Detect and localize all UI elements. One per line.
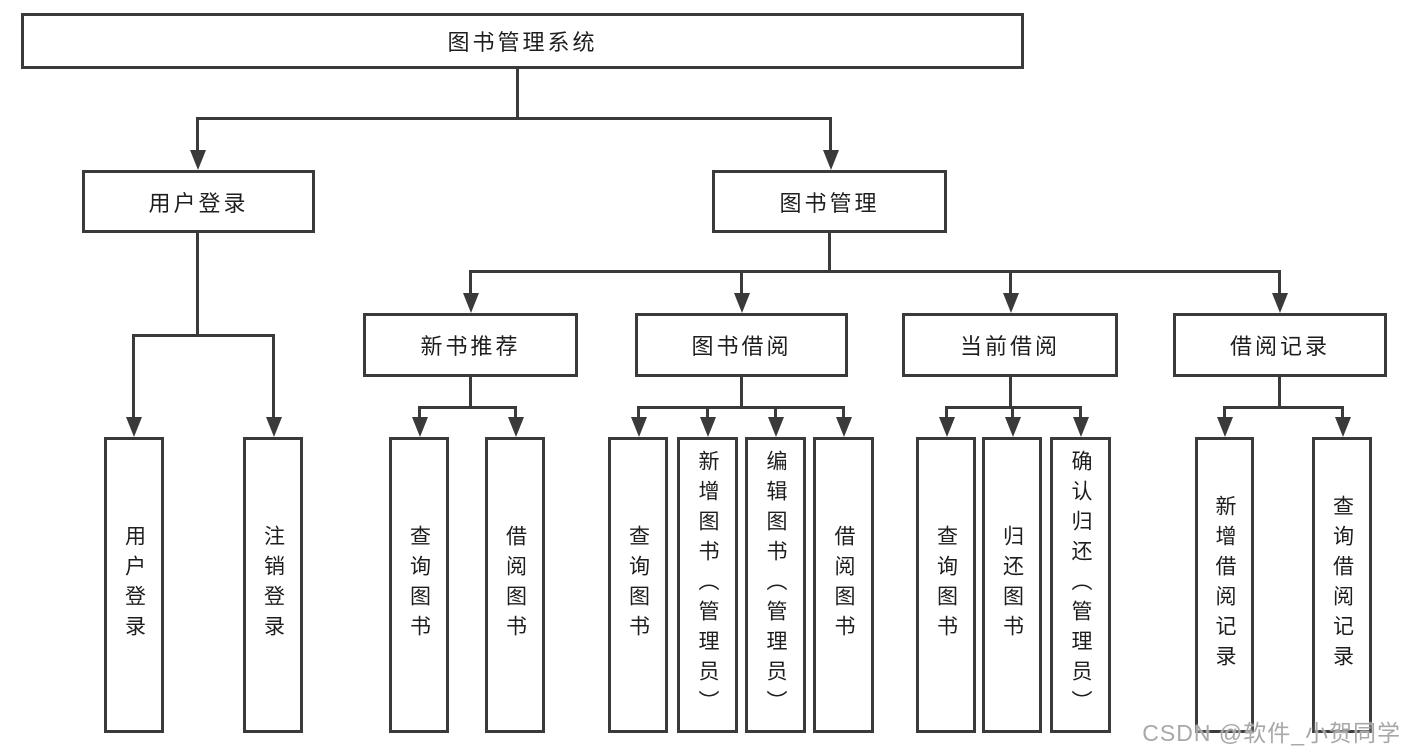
leaf-borrow-books-label: 借阅图书 <box>832 525 855 645</box>
connector-line <box>514 406 517 419</box>
connector-line <box>196 117 199 151</box>
connector-line <box>945 406 948 419</box>
connector-line <box>829 117 832 151</box>
connector-line <box>469 270 1281 273</box>
leaf-add-book-admin: 新增图书（管理员） <box>677 437 738 733</box>
leaf-borrow-books-recommend-label: 借阅图书 <box>503 525 527 645</box>
node-book-borrow: 图书借阅 <box>635 313 848 377</box>
leaf-borrow-books-recommend: 借阅图书 <box>485 437 545 733</box>
node-current-borrow-label: 当前借阅 <box>959 334 1060 359</box>
arrow-down-icon <box>836 417 852 437</box>
leaf-logout: 注销登录 <box>243 437 303 733</box>
arrow-down-icon <box>700 417 716 437</box>
leaf-borrow-books: 借阅图书 <box>813 437 874 733</box>
leaf-edit-book-admin-label: 编辑图书（管理员） <box>764 450 787 720</box>
leaf-confirm-return-admin-label: 确认归还（管理员） <box>1069 450 1092 720</box>
connector-line <box>1223 406 1344 409</box>
connector-line <box>637 406 845 409</box>
connector-line <box>842 406 845 419</box>
connector-line <box>1341 406 1344 419</box>
leaf-query-books-recommend: 查询图书 <box>389 437 449 733</box>
arrow-down-icon <box>508 417 524 437</box>
node-borrow-record: 借阅记录 <box>1173 313 1387 377</box>
leaf-query-books-current: 查询图书 <box>916 437 976 733</box>
node-borrow-record-label: 借阅记录 <box>1229 334 1330 359</box>
connector-line <box>469 270 472 295</box>
connector-line <box>637 406 640 419</box>
connector-line <box>1009 377 1012 408</box>
connector-line <box>1009 270 1012 295</box>
connector-line <box>1278 270 1281 295</box>
arrow-down-icon <box>1217 417 1233 437</box>
node-book-borrow-label: 图书借阅 <box>691 334 792 359</box>
arrow-down-icon <box>1005 417 1021 437</box>
arrow-down-icon <box>734 293 750 313</box>
connector-line <box>196 117 832 120</box>
node-user-login-label: 用户登录 <box>148 190 249 216</box>
arrow-down-icon <box>412 417 428 437</box>
node-current-borrow: 当前借阅 <box>902 313 1118 377</box>
leaf-query-books-current-label: 查询图书 <box>934 525 958 645</box>
connector-line <box>1223 406 1226 419</box>
connector-line <box>774 406 777 419</box>
arrow-down-icon <box>1335 417 1351 437</box>
node-root: 图书管理系统 <box>21 13 1024 69</box>
arrow-down-icon <box>266 417 282 437</box>
node-new-book-recommend-label: 新书推荐 <box>420 334 521 359</box>
leaf-query-books-recommend-label: 查询图书 <box>407 525 431 645</box>
connector-line <box>132 334 135 418</box>
connector-line <box>132 334 275 337</box>
arrow-down-icon <box>463 293 479 313</box>
connector-line <box>516 68 519 119</box>
connector-line <box>418 406 517 409</box>
leaf-return-book: 归还图书 <box>982 437 1042 733</box>
connector-line <box>1079 406 1082 419</box>
node-book-management-label: 图书管理 <box>779 190 880 216</box>
arrow-down-icon <box>1003 293 1019 313</box>
leaf-query-borrow-record: 查询借阅记录 <box>1312 437 1372 733</box>
leaf-add-borrow-record-label: 新增借阅记录 <box>1213 495 1236 675</box>
leaf-user-login: 用户登录 <box>104 437 164 733</box>
connector-line <box>1011 406 1014 419</box>
leaf-add-borrow-record: 新增借阅记录 <box>1195 437 1254 733</box>
leaf-query-books-borrow: 查询图书 <box>608 437 668 733</box>
leaf-query-books-borrow-label: 查询图书 <box>626 525 650 645</box>
leaf-logout-label: 注销登录 <box>261 525 285 645</box>
connector-line <box>418 406 421 419</box>
arrow-down-icon <box>190 150 206 170</box>
node-user-login: 用户登录 <box>82 170 315 233</box>
node-new-book-recommend: 新书推荐 <box>363 313 578 377</box>
watermark: CSDN @软件_小贺同学 <box>1142 720 1401 746</box>
arrow-down-icon <box>1073 417 1089 437</box>
leaf-user-login-label: 用户登录 <box>122 525 146 645</box>
connector-line <box>1278 377 1281 408</box>
arrow-down-icon <box>823 150 839 170</box>
arrow-down-icon <box>1272 293 1288 313</box>
connector-line <box>469 377 472 408</box>
connector-line <box>196 233 199 336</box>
arrow-down-icon <box>126 417 142 437</box>
arrow-down-icon <box>939 417 955 437</box>
connector-line <box>706 406 709 419</box>
connector-line <box>740 377 743 408</box>
arrow-down-icon <box>768 417 784 437</box>
leaf-add-book-admin-label: 新增图书（管理员） <box>696 450 719 720</box>
connector-line <box>828 233 831 272</box>
node-book-management: 图书管理 <box>712 170 947 233</box>
leaf-return-book-label: 归还图书 <box>1000 525 1024 645</box>
leaf-edit-book-admin: 编辑图书（管理员） <box>745 437 806 733</box>
connector-line <box>740 270 743 295</box>
leaf-confirm-return-admin: 确认归还（管理员） <box>1050 437 1111 733</box>
arrow-down-icon <box>631 417 647 437</box>
leaf-query-borrow-record-label: 查询借阅记录 <box>1330 495 1354 675</box>
node-root-label: 图书管理系统 <box>447 30 598 55</box>
connector-line <box>272 334 275 418</box>
